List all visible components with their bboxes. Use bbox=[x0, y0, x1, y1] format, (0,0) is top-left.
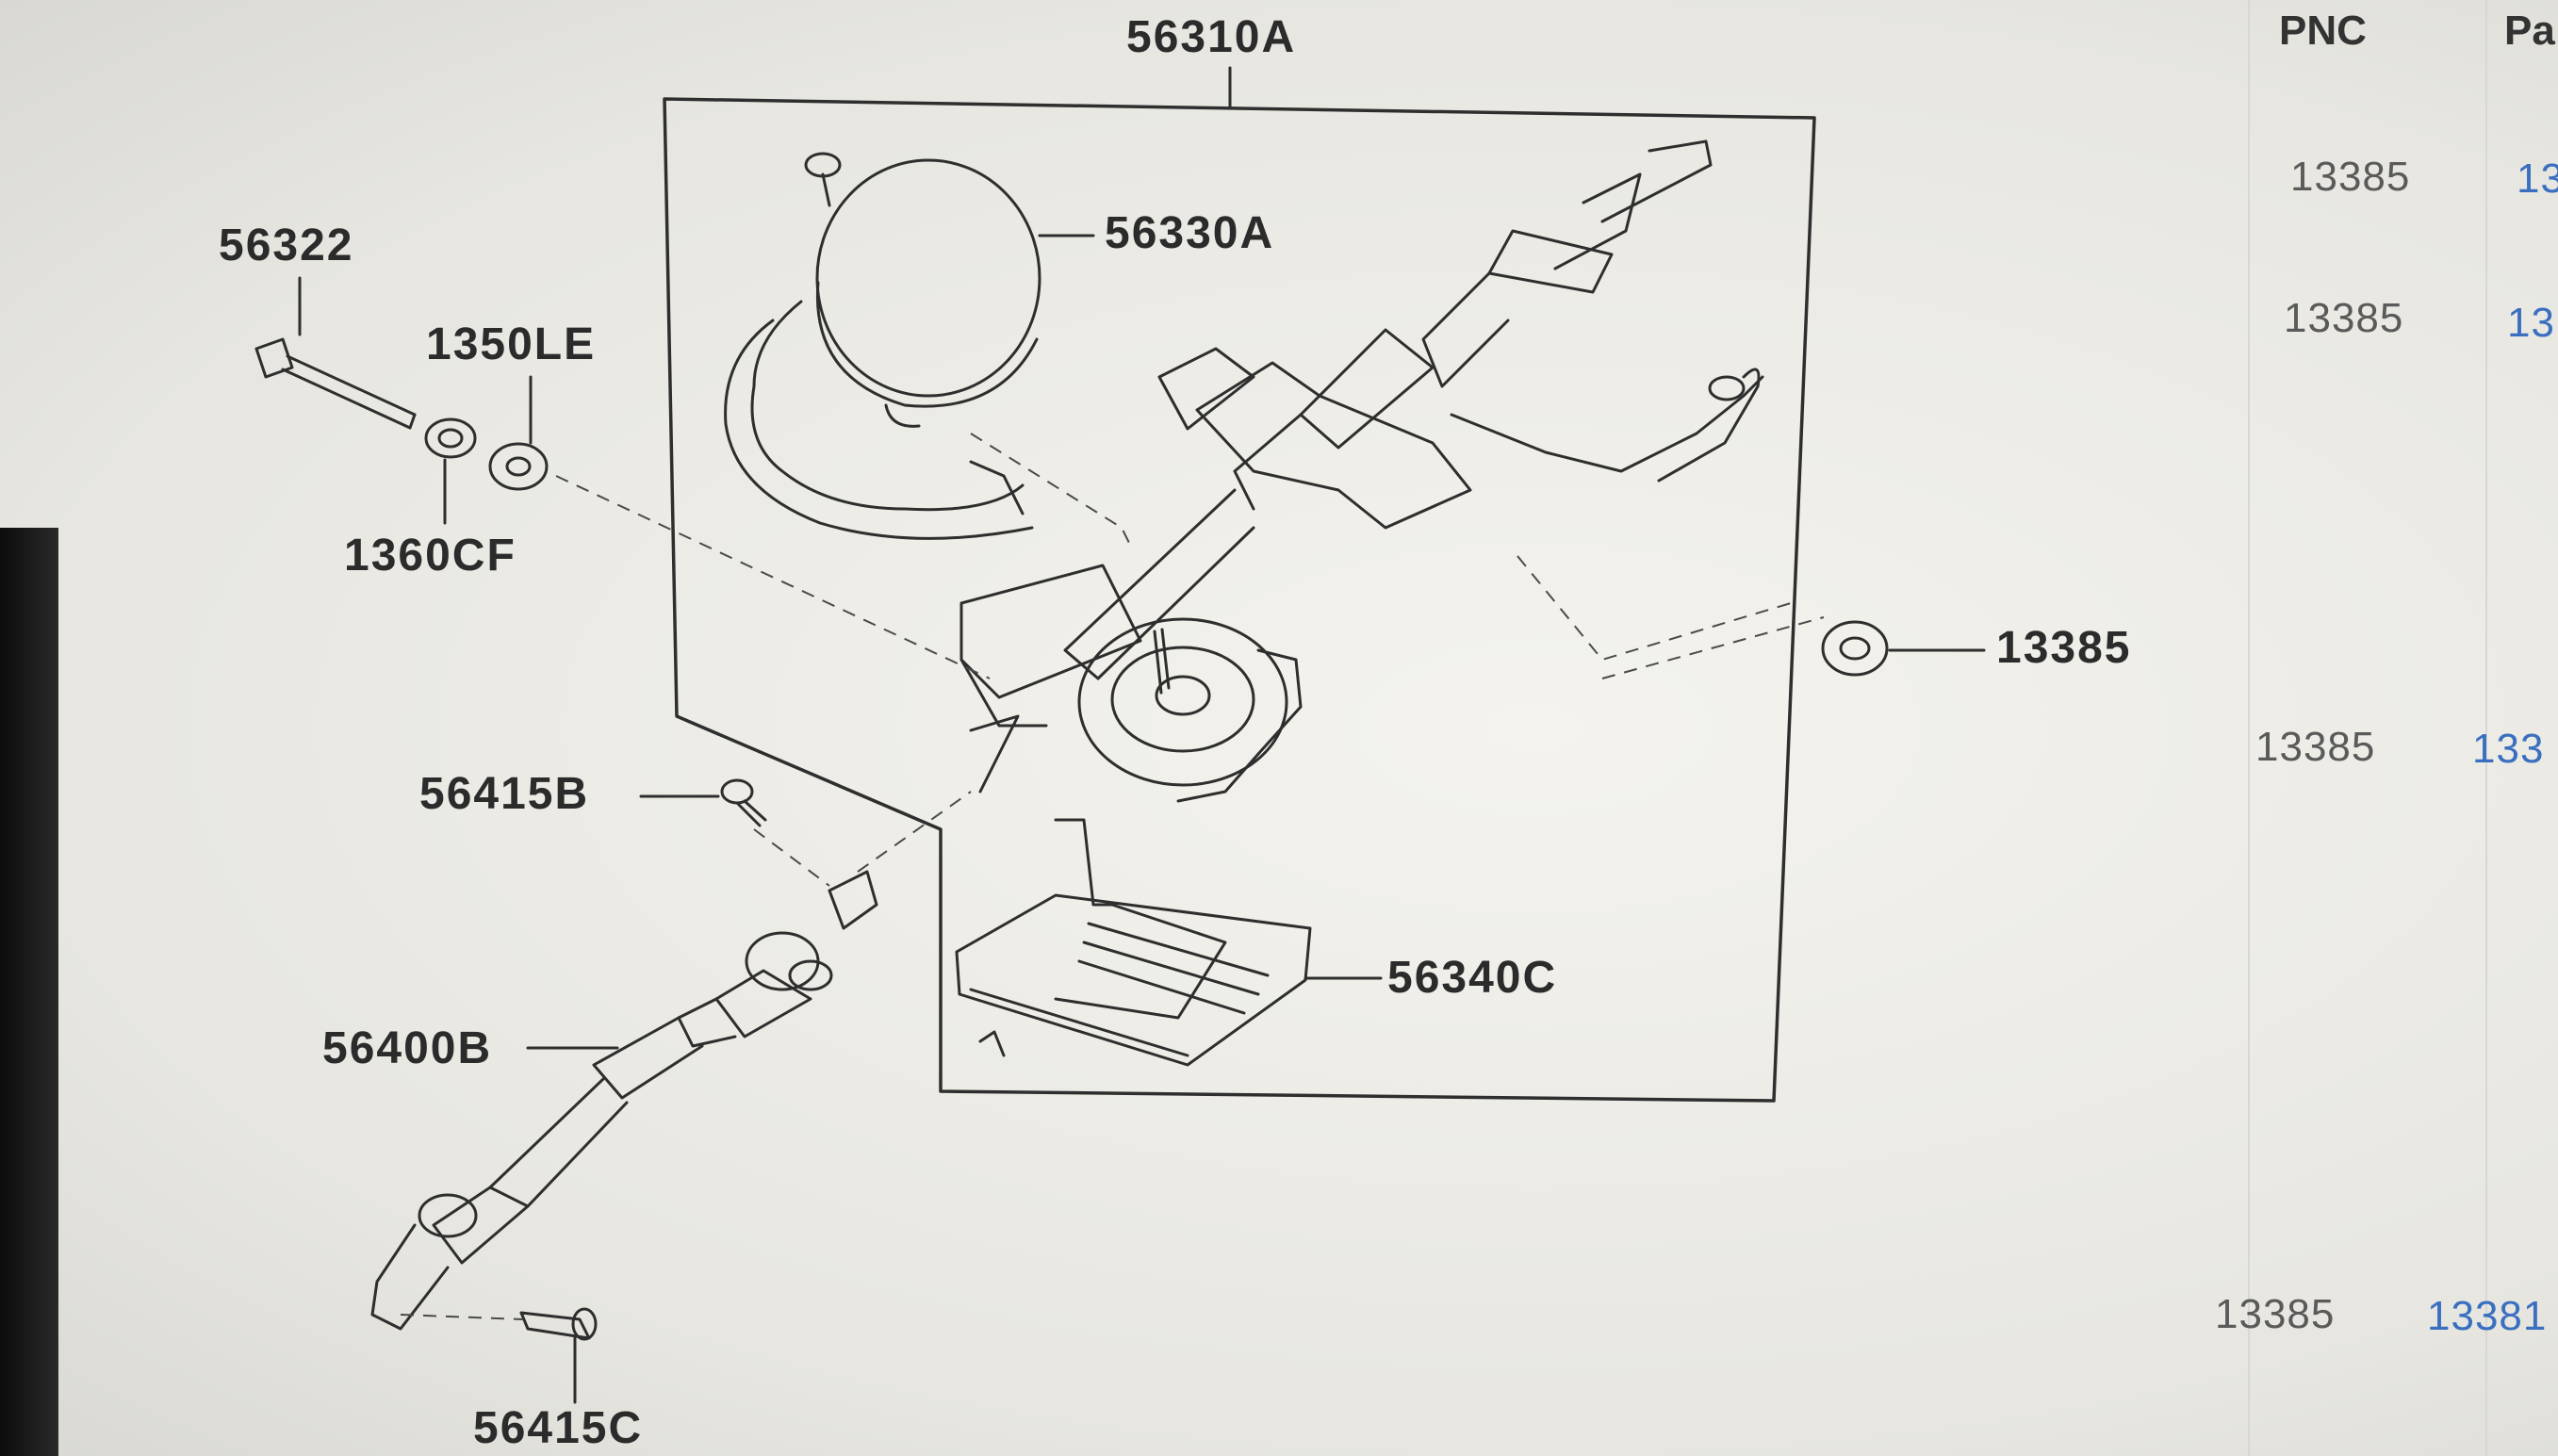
screw-56415c-drawing bbox=[519, 1307, 598, 1404]
column-drawing bbox=[959, 139, 1764, 793]
nut-13385-drawing bbox=[1821, 620, 1986, 677]
label-motor[interactable]: 56330A bbox=[1105, 208, 1275, 258]
column-divider bbox=[2485, 0, 2487, 1456]
ecu-drawing bbox=[955, 818, 1312, 1067]
table-cell-pnc: 13385 bbox=[2255, 724, 2376, 770]
table-cell-pnc: 13385 bbox=[2284, 295, 2404, 341]
label-bolt[interactable]: 56322 bbox=[219, 221, 354, 270]
label-screw-bottom[interactable]: 56415C bbox=[473, 1403, 644, 1453]
label-ecu[interactable]: 56340C bbox=[1387, 953, 1558, 1003]
assembly-boundary bbox=[663, 97, 1816, 1103]
monitor-bezel bbox=[0, 528, 58, 1456]
column-header-pnc: PNC bbox=[2279, 8, 2367, 54]
table-cell-pnc: 13385 bbox=[2215, 1291, 2336, 1337]
label-screw-top[interactable]: 56415B bbox=[419, 769, 590, 819]
sensor-housing-drawing bbox=[1077, 617, 1303, 803]
label-nut[interactable]: 13385 bbox=[1996, 623, 2132, 673]
column-divider bbox=[2248, 0, 2250, 1456]
table-cell-part[interactable]: 13381 bbox=[2427, 1293, 2548, 1339]
dashed-line-nut bbox=[1601, 616, 1825, 679]
table-cell-part[interactable]: 133 bbox=[2472, 726, 2545, 772]
table-cell-pnc: 13385 bbox=[2290, 154, 2411, 200]
dashed-line-bottom bbox=[400, 1314, 524, 1320]
table-cell-part[interactable]: 13 bbox=[2507, 300, 2555, 346]
label-washer-top[interactable]: 1350LE bbox=[426, 319, 597, 369]
dashed-line-motor bbox=[970, 433, 1132, 548]
dashed-line-bolt bbox=[555, 475, 991, 679]
table-cell-part[interactable]: 13 bbox=[2517, 155, 2558, 202]
dashed-line-screw bbox=[753, 828, 830, 887]
washers-drawing bbox=[424, 375, 549, 525]
parts-table: PNC Pa 13385 13 13385 13 13385 133 13385… bbox=[2215, 0, 2558, 1456]
label-shaft[interactable]: 56400B bbox=[322, 1023, 493, 1073]
bolt-56322-drawing bbox=[254, 276, 417, 430]
label-washer-bottom[interactable]: 1360CF bbox=[344, 531, 517, 581]
dashed-line-column bbox=[1517, 555, 1792, 662]
shaft-56400b-drawing bbox=[370, 870, 878, 1331]
dashed-line-shaft bbox=[857, 791, 972, 873]
column-header-part: Pa bbox=[2504, 8, 2555, 54]
screw-56415b-drawing bbox=[639, 778, 767, 827]
motor-drawing bbox=[724, 152, 1041, 540]
label-assembly[interactable]: 56310A bbox=[1126, 12, 1297, 62]
